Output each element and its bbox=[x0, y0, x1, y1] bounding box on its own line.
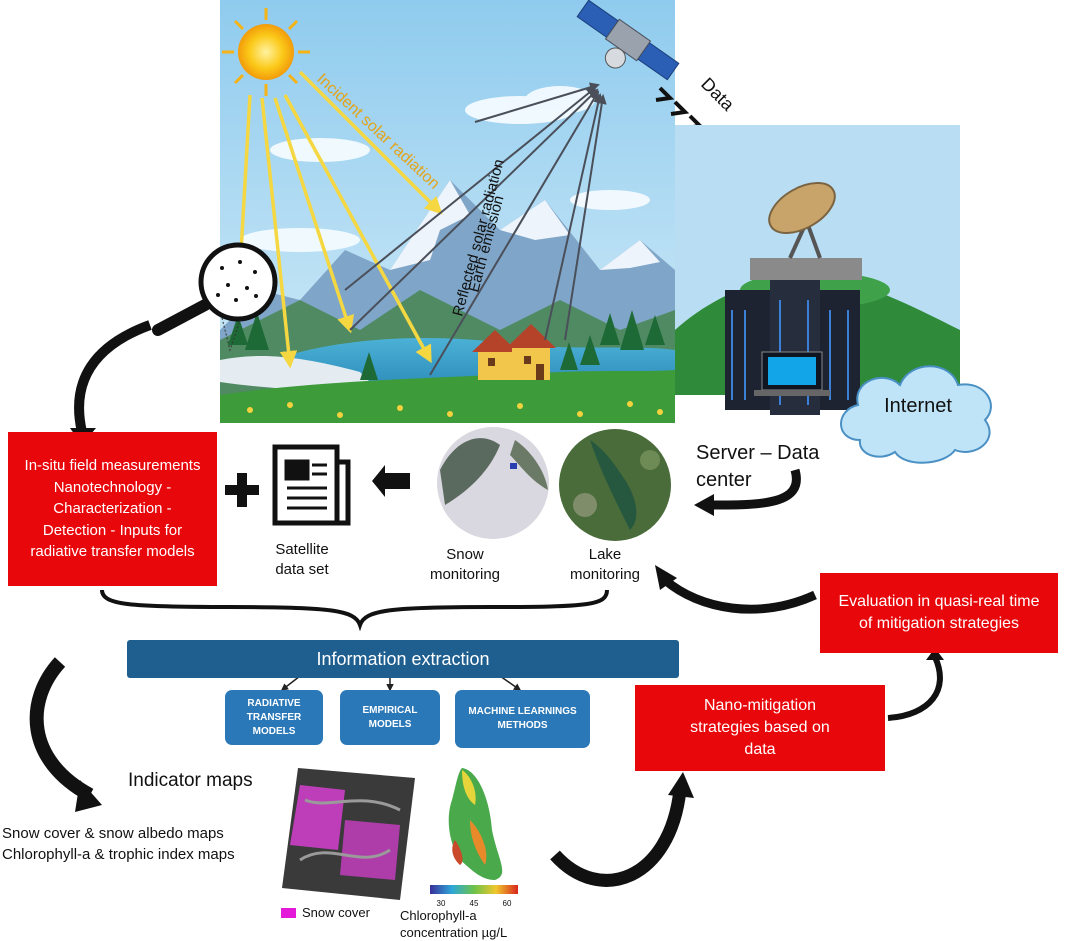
evaluation-text: Evaluation in quasi-real time of mitigat… bbox=[838, 593, 1040, 632]
nano-mitigation-text: Nano-mitigation strategies based on data bbox=[690, 697, 830, 758]
landscape-panel bbox=[220, 0, 675, 423]
curly-brace bbox=[100, 589, 609, 632]
arrow-evaluation-to-lake-head bbox=[655, 565, 677, 590]
snow-monitoring-label: Snow monitoring bbox=[429, 546, 501, 583]
colorbar-tick-45: 45 bbox=[470, 899, 479, 908]
indicator-maps-title: Indicator maps bbox=[128, 770, 253, 791]
arrow-maps-to-nano-head bbox=[668, 772, 694, 798]
radiative-transfer-models-button: RADIATIVE TRANSFER MODELS bbox=[225, 690, 323, 745]
satellite-dataset-label: Satellite data set bbox=[275, 541, 329, 578]
arrow-server-to-lake-head bbox=[694, 494, 714, 516]
colorbar-tick-30: 30 bbox=[437, 899, 446, 908]
dish-antenna-icon bbox=[750, 182, 862, 280]
arrow-server-to-lake bbox=[711, 468, 801, 510]
server-racks-icon bbox=[725, 280, 860, 415]
method-arrows bbox=[280, 675, 522, 692]
information-extraction-label: Information extraction bbox=[316, 648, 490, 669]
evaluation-box: Evaluation in quasi-real time of mitigat… bbox=[820, 573, 1058, 653]
machine-learning-methods-button: MACHINE LEARNINGS METHODS bbox=[455, 690, 590, 748]
chlorophyll-legend-label: Chlorophyll-a concentration µg/L bbox=[400, 908, 508, 940]
snow-cover-legend-swatch bbox=[281, 908, 296, 918]
snow-cover-map bbox=[282, 768, 415, 900]
magnifier-icon bbox=[152, 242, 278, 352]
arrow-nano-to-evaluation bbox=[887, 655, 943, 721]
information-extraction-bar: Information extraction bbox=[127, 640, 679, 678]
indicator-line-snow: Snow cover & snow albedo maps bbox=[2, 825, 224, 842]
incident-radiation-arrows bbox=[232, 70, 443, 369]
nano-mitigation-box: Nano-mitigation strategies based on data bbox=[635, 685, 885, 771]
colorbar-tick-60: 60 bbox=[503, 899, 512, 908]
snow-cover-legend-label: Snow cover bbox=[302, 905, 370, 920]
satellite-icon bbox=[576, 0, 680, 81]
insitu-measurements-box: In-situ field measurements Nanotechnolog… bbox=[8, 432, 217, 586]
sun-icon bbox=[222, 8, 310, 96]
plus-icon bbox=[225, 473, 259, 507]
snow-monitoring-image bbox=[437, 427, 549, 539]
arrow-maps-to-nano bbox=[550, 789, 687, 887]
server-data-center-label: Server – Data center bbox=[696, 442, 820, 491]
empirical-models-button: EMPIRICAL MODELS bbox=[340, 690, 440, 745]
arrow-info-to-maps bbox=[29, 657, 94, 802]
reflected-radiation-arrows bbox=[344, 82, 607, 376]
lake-monitoring-image bbox=[559, 429, 671, 541]
internet-cloud-icon bbox=[840, 365, 992, 464]
arrow-nano-to-evaluation-head bbox=[926, 648, 944, 660]
arrow-magnifier-to-insitu bbox=[74, 320, 152, 434]
insitu-measurements-text: In-situ field measurements Nanotechnolog… bbox=[24, 457, 201, 561]
lake-monitoring-label: Lake monitoring bbox=[569, 546, 641, 583]
chlorophyll-colorbar bbox=[430, 885, 518, 894]
data-label: Data bbox=[697, 74, 739, 116]
arrow-evaluation-to-lake bbox=[662, 576, 817, 614]
chlorophyll-map bbox=[448, 768, 503, 880]
indicator-line-chlorophyll: Chlorophyll-a & trophic index maps bbox=[2, 846, 235, 863]
internet-label: Internet bbox=[884, 395, 952, 417]
arrow-info-to-maps-head bbox=[75, 780, 102, 812]
houses-illustration bbox=[472, 324, 556, 380]
arrow-satellite-to-dataset bbox=[372, 465, 410, 497]
satellite-dataset-icon bbox=[272, 444, 351, 526]
